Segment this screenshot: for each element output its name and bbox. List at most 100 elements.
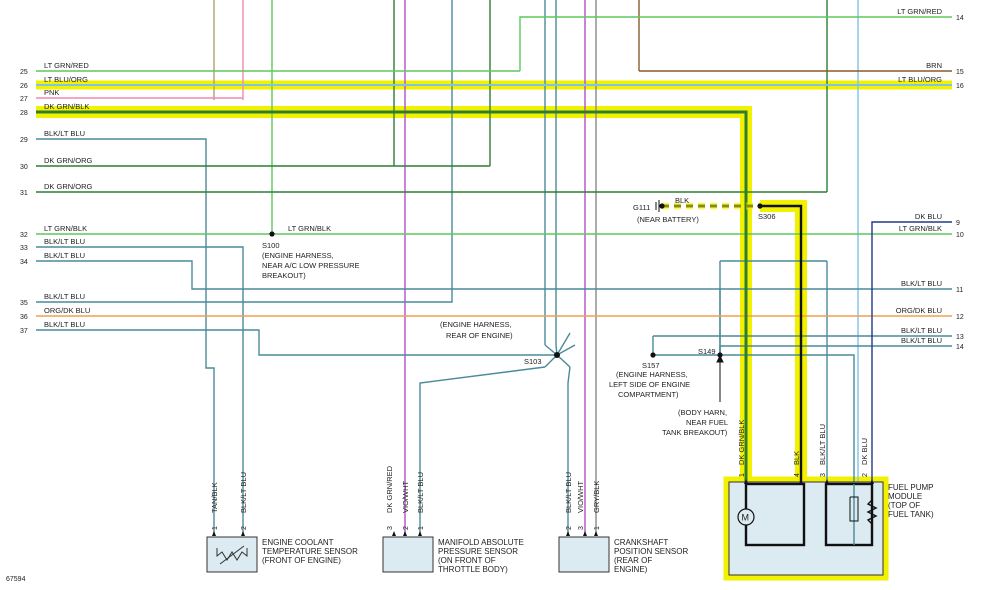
map-pin2-num: 2 bbox=[403, 526, 410, 530]
left-pin-31: 31 bbox=[20, 190, 28, 197]
splice-dots bbox=[269, 203, 763, 358]
map-name-4: THROTTLE BODY) bbox=[438, 565, 508, 574]
s100-desc-2: NEAR A/C LOW PRESSURE bbox=[262, 261, 360, 270]
vertical-wires bbox=[213, 0, 859, 536]
fpm-pin3-wire: BLK/LT BLU bbox=[818, 424, 827, 465]
s157-desc-2: LEFT SIDE OF ENGINE bbox=[609, 380, 690, 389]
left-pin-26: 26 bbox=[20, 83, 28, 90]
ckp-pin1-num: 1 bbox=[594, 526, 601, 530]
map-sensor[interactable]: MANIFOLD ABSOLUTE PRESSURE SENSOR (ON FR… bbox=[382, 531, 524, 574]
left-pin-30: 30 bbox=[20, 164, 28, 171]
s103-desc-2: REAR OF ENGINE) bbox=[446, 331, 513, 340]
right-wire-label-15: BRN bbox=[926, 61, 942, 70]
left-wire-label-30: DK GRN/ORG bbox=[44, 156, 93, 165]
s157-label: S157 bbox=[642, 361, 660, 370]
left-wire-label-26: LT BLU/ORG bbox=[44, 75, 88, 84]
left-pin-32: 32 bbox=[20, 232, 28, 239]
left-wire-label-35: BLK/LT BLU bbox=[44, 292, 85, 301]
left-wire-label-27: PNK bbox=[44, 88, 59, 97]
ect-pin1-num: 1 bbox=[212, 526, 219, 530]
ect-name-2: TEMPERATURE SENSOR bbox=[262, 547, 358, 556]
splice-labels: S100 (ENGINE HARNESS, NEAR A/C LOW PRESS… bbox=[262, 196, 776, 437]
s306-label: S306 bbox=[758, 212, 776, 221]
right-wire-label-14: LT GRN/RED bbox=[897, 7, 942, 16]
right-wire-label-11: BLK/LT BLU bbox=[901, 279, 942, 288]
right-wire-label-9: DK BLU bbox=[915, 212, 942, 221]
fuel-pump-circuits bbox=[36, 110, 803, 482]
ckp-name-3: (REAR OF bbox=[614, 556, 652, 565]
left-pin-29: 29 bbox=[20, 137, 28, 144]
left-wire-label-34: BLK/LT BLU bbox=[44, 251, 85, 260]
s149-label: S149 bbox=[698, 347, 716, 356]
s157-desc-1: (ENGINE HARNESS, bbox=[616, 370, 688, 379]
motor-symbol: M bbox=[742, 513, 750, 523]
right-pin-13: 13 bbox=[956, 334, 964, 341]
fpm-name-3: (TOP OF bbox=[888, 501, 920, 510]
fpm-name-1: FUEL PUMP bbox=[888, 483, 934, 492]
map-pin2-wire: VIO/WHT bbox=[401, 481, 410, 513]
s100-desc-1: (ENGINE HARNESS, bbox=[262, 251, 334, 260]
right-pin-14: 14 bbox=[956, 15, 964, 22]
right-wire-label-13: BLK/LT BLU bbox=[901, 326, 942, 335]
map-pin3-wire: DK GRN/RED bbox=[385, 465, 394, 513]
ckp-name-4: ENGINE) bbox=[614, 565, 648, 574]
fpm-name-2: MODULE bbox=[888, 492, 922, 501]
ckp-pin3-num: 3 bbox=[578, 526, 585, 530]
ect-name-1: ENGINE COOLANT bbox=[262, 538, 334, 547]
map-pin3-num: 3 bbox=[387, 526, 394, 530]
right-pin-14: 14 bbox=[956, 344, 964, 351]
s103-desc-1: (ENGINE HARNESS, bbox=[440, 320, 512, 329]
left-wire-label-36: ORG/DK BLU bbox=[44, 306, 90, 315]
left-pin-28: 28 bbox=[20, 110, 28, 117]
ect-pin2-num: 2 bbox=[241, 526, 248, 530]
fpm-name-4: FUEL TANK) bbox=[888, 510, 934, 519]
left-pin-35: 35 bbox=[20, 300, 28, 307]
right-pin-10: 10 bbox=[956, 232, 964, 239]
map-pin1-wire: BLK/LT BLU bbox=[416, 472, 425, 513]
left-pin-27: 27 bbox=[20, 96, 28, 103]
left-circuit-labels: 25 LT GRN/RED 26 LT BLU/ORG 27 PNK 28 DK GRN/BL… bbox=[20, 61, 331, 335]
left-pin-34: 34 bbox=[20, 259, 28, 266]
ckp-pin2-wire: BLK/LT BLU bbox=[564, 472, 573, 513]
ckp-pin1-wire: GRY/BLK bbox=[592, 481, 601, 513]
s103-splice-lines bbox=[419, 332, 576, 536]
s100-wire-label: LT GRN/BLK bbox=[288, 224, 331, 233]
right-pin-9: 9 bbox=[956, 220, 960, 227]
left-wire-label-33: BLK/LT BLU bbox=[44, 237, 85, 246]
ckp-pin2-num: 2 bbox=[566, 526, 573, 530]
left-wire-label-28: DK GRN/BLK bbox=[44, 102, 89, 111]
left-wire-label-25: LT GRN/RED bbox=[44, 61, 89, 70]
s100-desc-3: BREAKOUT) bbox=[262, 271, 306, 280]
left-wire-label-31: DK GRN/ORG bbox=[44, 182, 93, 191]
fpm-pin1-num: 1 bbox=[739, 473, 746, 477]
ckp-pin3-wire: VIO/WHT bbox=[576, 481, 585, 513]
left-pin-33: 33 bbox=[20, 245, 28, 252]
fpm-pin4-num: 4 bbox=[794, 473, 801, 477]
map-name-3: (ON FRONT OF bbox=[438, 556, 496, 565]
s100-label: S100 bbox=[262, 241, 280, 250]
right-pin-12: 12 bbox=[956, 314, 964, 321]
motor-icon bbox=[737, 508, 755, 526]
g111-desc: (NEAR BATTERY) bbox=[637, 215, 699, 224]
s103-label: S103 bbox=[524, 357, 542, 366]
right-pin-16: 16 bbox=[956, 83, 964, 90]
left-wire-label-37: BLK/LT BLU bbox=[44, 320, 85, 329]
fpm-pin2-num: 2 bbox=[862, 473, 869, 477]
map-name-2: PRESSURE SENSOR bbox=[438, 547, 518, 556]
fuel-pump-module[interactable]: M FUEL PUMP MODULE (TOP OF FUEL TANK) bbox=[728, 479, 934, 576]
right-wire-label-12: ORG/DK BLU bbox=[896, 306, 942, 315]
ect-sensor[interactable]: ENGINE COOLANT TEMPERATURE SENSOR (FRONT… bbox=[206, 531, 358, 573]
ckp-name-2: POSITION SENSOR bbox=[614, 547, 688, 556]
left-pin-25: 25 bbox=[20, 69, 28, 76]
horizontal-wires bbox=[36, 16, 952, 536]
fpm-pin2-wire: DK BLU bbox=[860, 438, 869, 465]
s149-desc-2: NEAR FUEL bbox=[686, 418, 728, 427]
map-pin1-num: 1 bbox=[418, 526, 425, 530]
ect-pin2-wire: BLK/LT BLU bbox=[239, 472, 248, 513]
ckp-sensor[interactable]: CRANKSHAFT POSITION SENSOR (REAR OF ENGI… bbox=[558, 531, 688, 574]
s149-pointer bbox=[716, 354, 724, 402]
ect-name-3: (FRONT OF ENGINE) bbox=[262, 556, 341, 565]
